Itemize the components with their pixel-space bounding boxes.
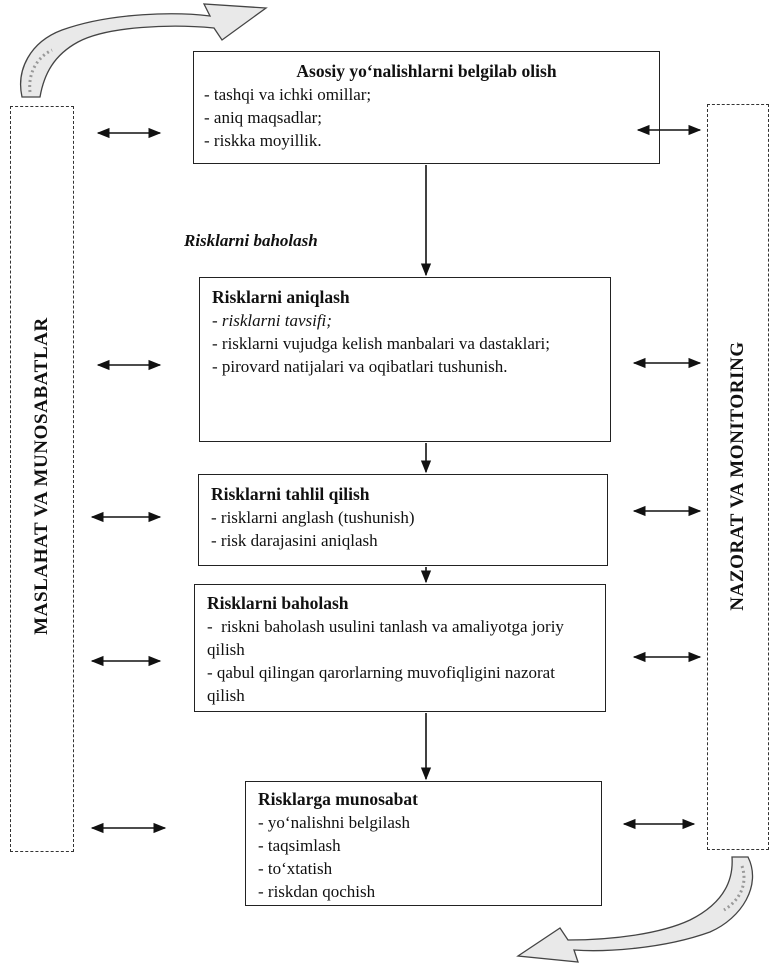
box-item: - taqsimlash [258,836,341,855]
box-title: Risklarni aniqlash [212,287,350,307]
box-item: - to‘xtatish [258,859,333,878]
box-item: - yo‘nalishni belgilash [258,813,411,832]
box-item: - risklarni tavsifi; [212,311,332,330]
box-item: - qabul qilingan qarorlarning muvofiqlig… [207,663,560,705]
box-item: - tashqi va ichki omillar; [204,85,372,104]
bottom-curved-arrow [516,856,754,963]
box-key-directions: Asosiy yo‘nalishlarni belgilab olish - t… [193,51,660,164]
box-item: - pirovard natijalari va oqibatlari tush… [212,357,508,376]
left-dashed-panel [10,106,74,852]
box-title: Risklarni baholash [207,593,349,613]
box-risk-identification: Risklarni aniqlash - risklarni tavsifi; … [199,277,611,442]
box-title: Risklarni tahlil qilish [211,484,370,504]
box-risk-evaluation: Risklarni baholash - riskni baholash usu… [194,584,606,712]
box-item: - risklarni vujudga kelish manbalari va … [212,334,551,353]
box-item: - riskka moyillik. [204,131,322,150]
box-item: - risklarni anglash (tushunish) [211,508,415,527]
box-title: Asosiy yo‘nalishlarni belgilab olish [296,61,557,81]
top-curved-arrow [20,3,268,98]
risk-assessment-subheading: Risklarni baholash [184,231,318,250]
box-item: - risk darajasini aniqlash [211,531,378,550]
box-title: Risklarga munosabat [258,789,418,809]
box-item: - aniq maqsadlar; [204,108,323,127]
box-risk-response: Risklarga munosabat - yo‘nalishni belgil… [245,781,602,906]
box-risk-analysis: Risklarni tahlil qilish - risklarni angl… [198,474,608,566]
box-item: - riskdan qochish [258,882,376,901]
box-item: - riskni baholash usulini tanlash va ama… [207,617,569,659]
